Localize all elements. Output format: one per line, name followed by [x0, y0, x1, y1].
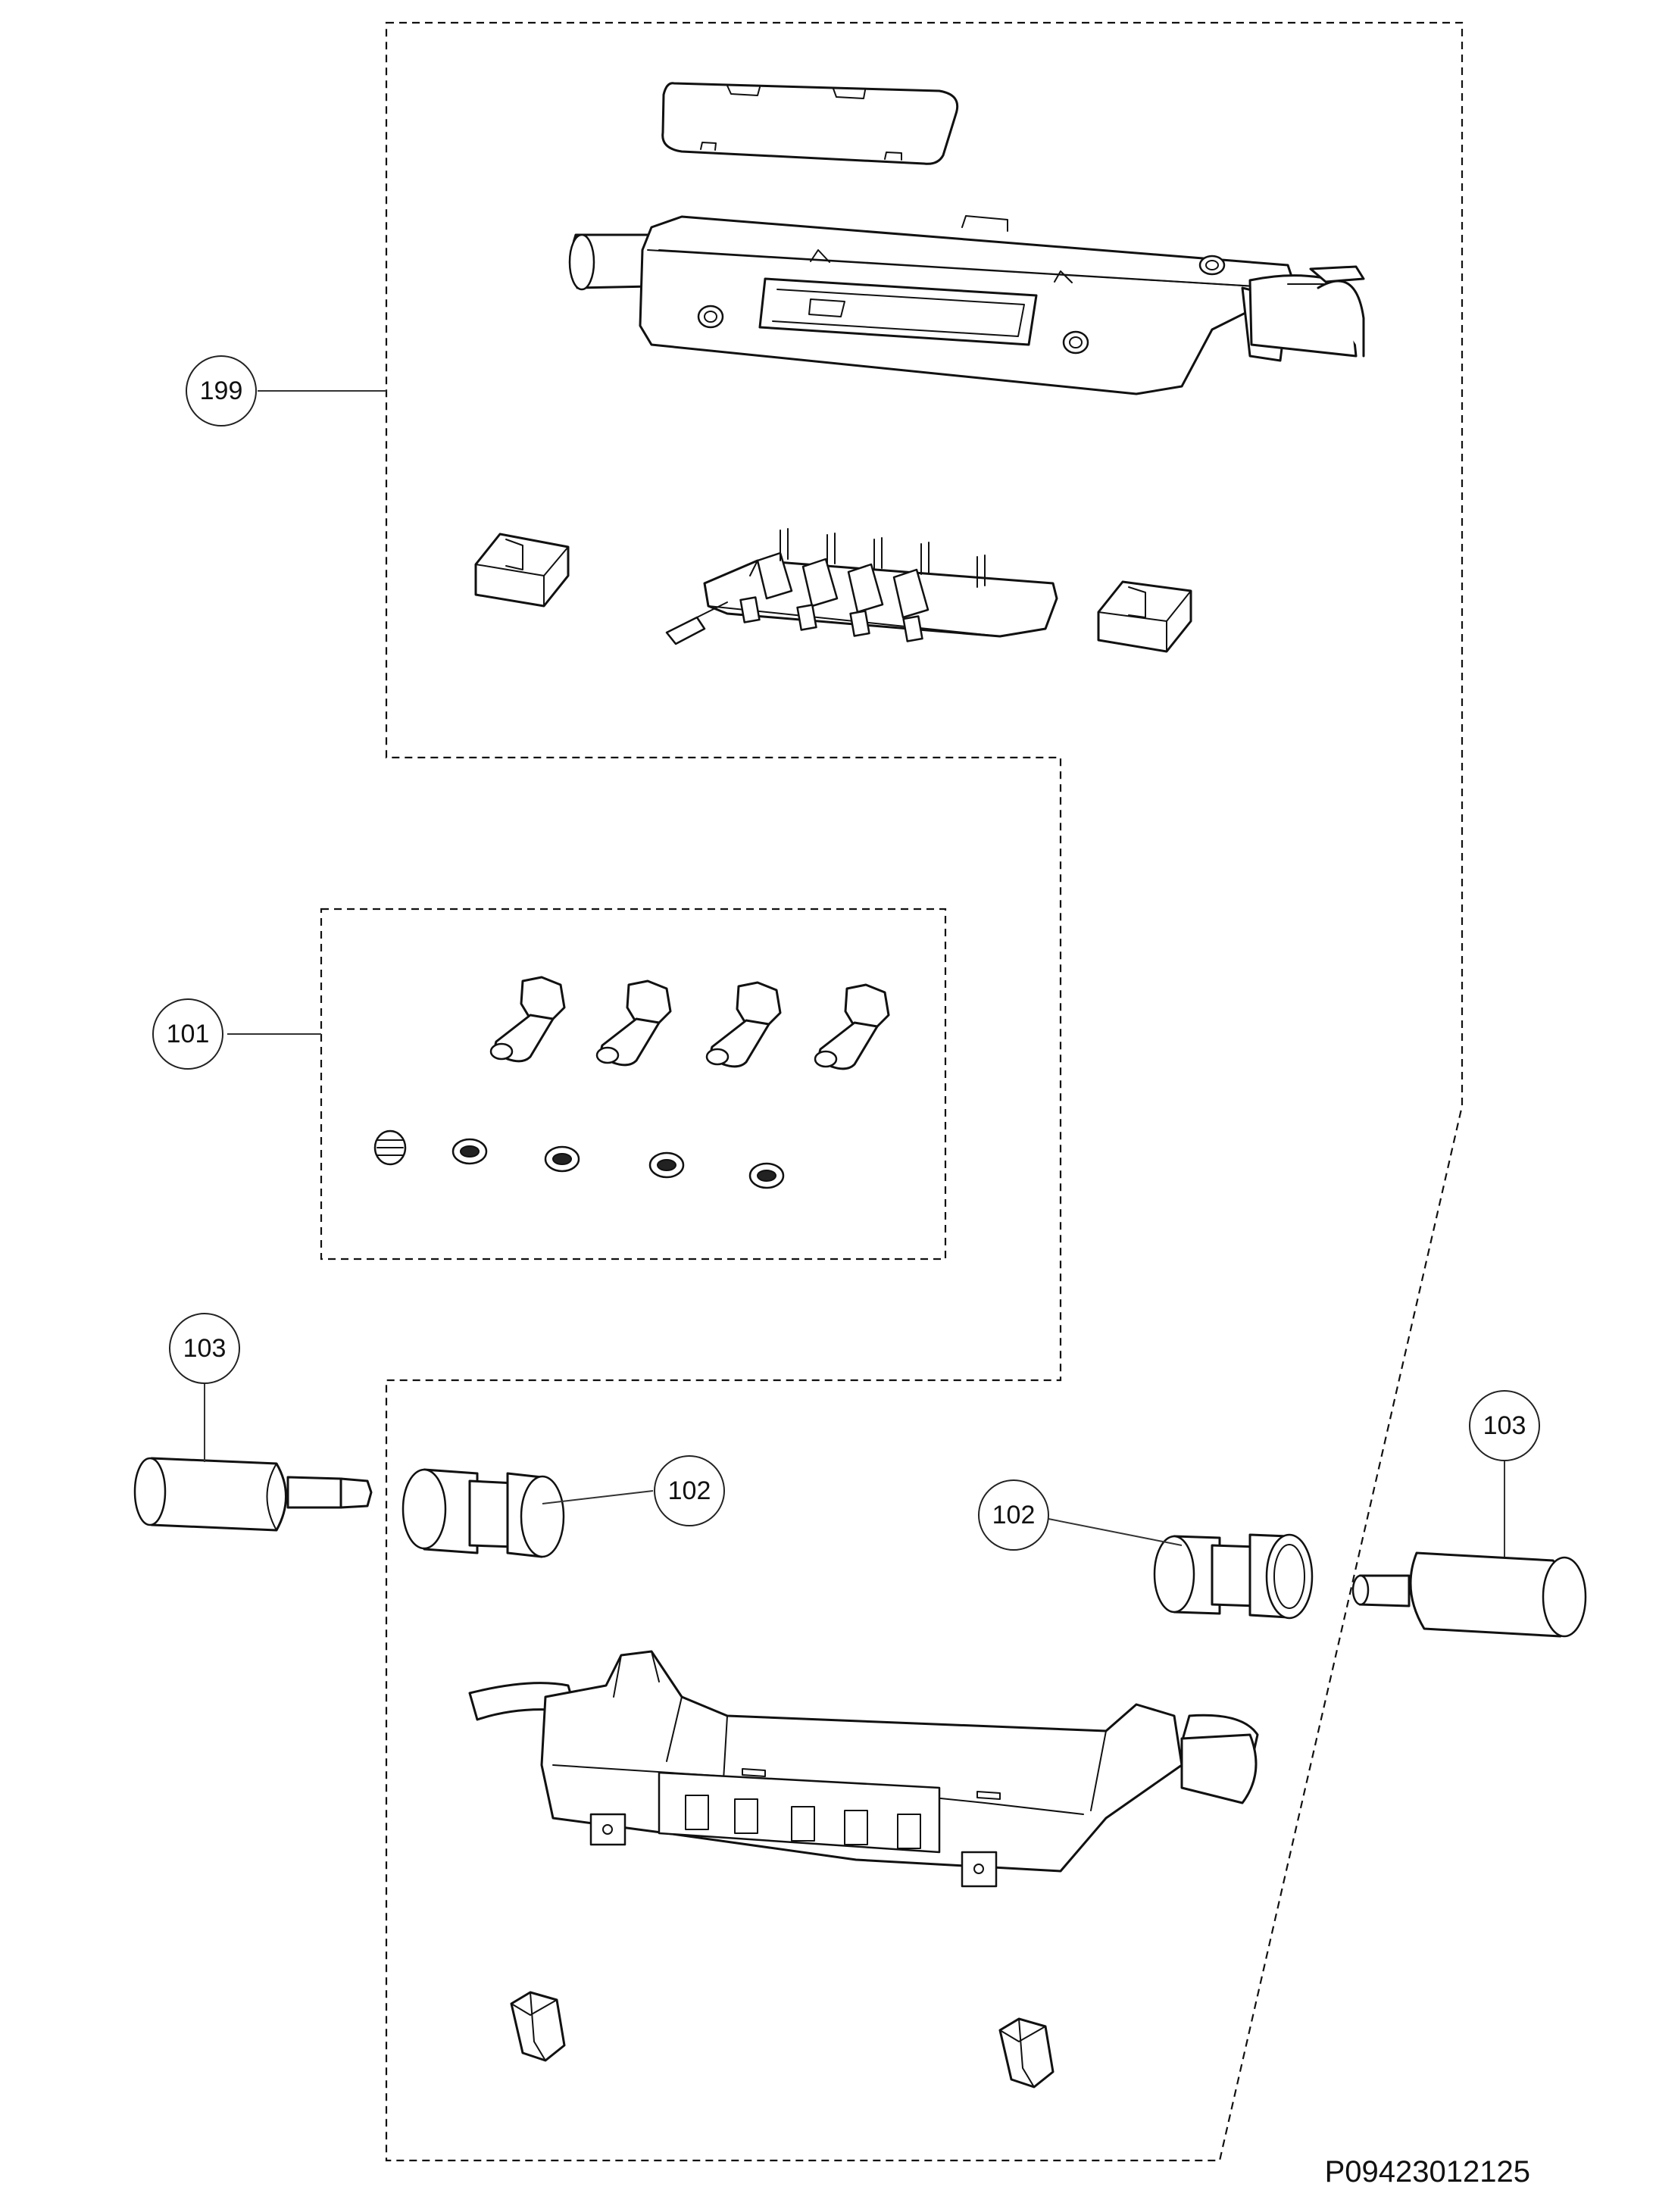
callout-101: 101 — [152, 998, 223, 1070]
latch-right — [998, 2017, 1055, 2089]
callout-label-101: 101 — [167, 1020, 210, 1048]
callout-199: 199 — [186, 355, 257, 426]
leader-102-left — [542, 1490, 654, 1504]
callout-label-103-right: 103 — [1483, 1411, 1526, 1440]
group-boundary-199 — [385, 21, 1464, 2162]
callout-label-102-right: 102 — [992, 1501, 1036, 1529]
clip-left — [474, 533, 570, 608]
document-number: P09423012125 — [1324, 2155, 1530, 2189]
group-boundary-101 — [320, 908, 947, 1261]
callout-103-left: 103 — [169, 1313, 240, 1384]
callout-102-right: 102 — [978, 1479, 1049, 1551]
washer-rings — [451, 1138, 785, 1189]
leader-102-right — [1048, 1518, 1183, 1546]
clip-right — [1097, 580, 1192, 653]
upper-housing — [568, 215, 1365, 395]
callout-label-102-left: 102 — [668, 1476, 711, 1505]
bushing-right — [1153, 1533, 1314, 1620]
callout-label-199: 199 — [200, 376, 243, 405]
pivot-pin-left — [133, 1457, 373, 1532]
knob-4 — [814, 983, 890, 1070]
callout-103-right: 103 — [1469, 1390, 1540, 1461]
callout-102-left: 102 — [654, 1455, 725, 1526]
spring — [373, 1129, 407, 1166]
latch-left — [510, 1991, 566, 2062]
callout-label-103-left: 103 — [183, 1334, 227, 1363]
pivot-pin-right — [1351, 1551, 1587, 1638]
pcb-board — [665, 528, 1058, 645]
lower-housing — [468, 1650, 1259, 1888]
cover-lid — [661, 82, 959, 165]
knob-2 — [595, 979, 672, 1067]
bushing-left — [402, 1468, 565, 1558]
knob-3 — [705, 981, 782, 1068]
knob-1 — [489, 976, 566, 1063]
